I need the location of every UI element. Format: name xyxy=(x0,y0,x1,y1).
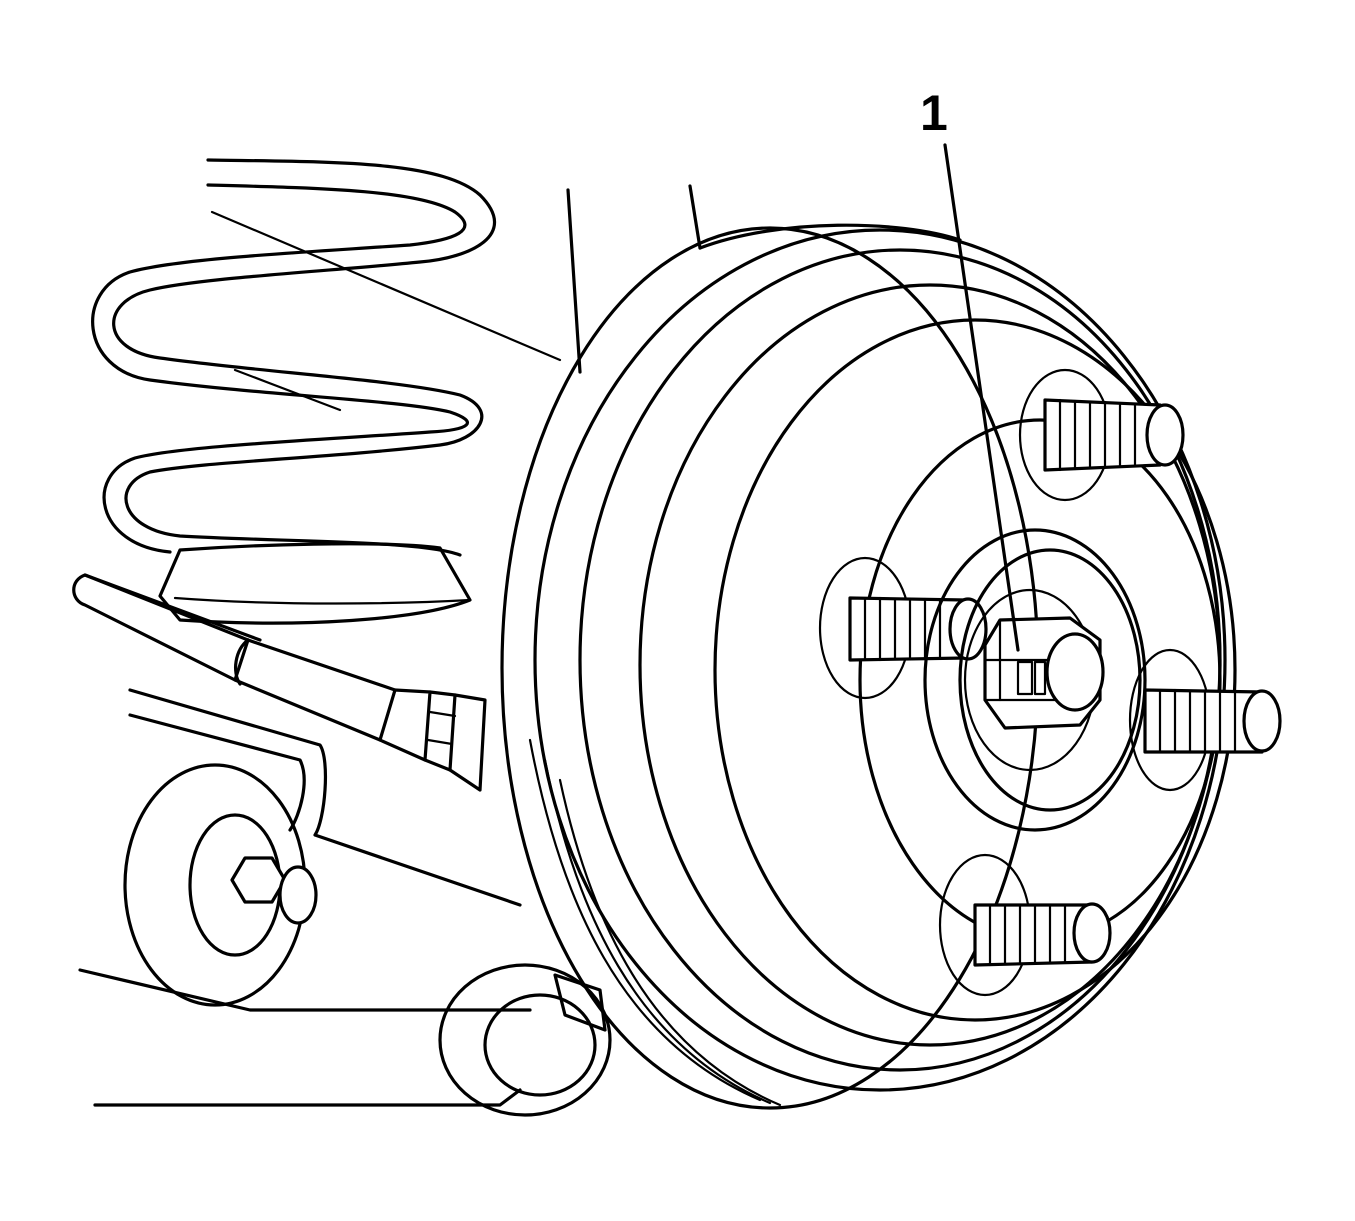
brake-drum xyxy=(500,223,1237,1110)
trailing-arm xyxy=(78,688,612,1117)
strut-lines xyxy=(566,184,702,374)
coil-spring xyxy=(91,158,562,625)
callout-label-1: 1 xyxy=(920,85,948,141)
castle-nut xyxy=(983,616,1105,730)
wheel-stud-bottom xyxy=(938,853,1112,997)
brake-line xyxy=(72,573,487,792)
wheel-stud-top xyxy=(1018,368,1185,502)
callout-1: 1 xyxy=(920,85,1020,652)
wheel-stud-right xyxy=(1128,648,1282,792)
